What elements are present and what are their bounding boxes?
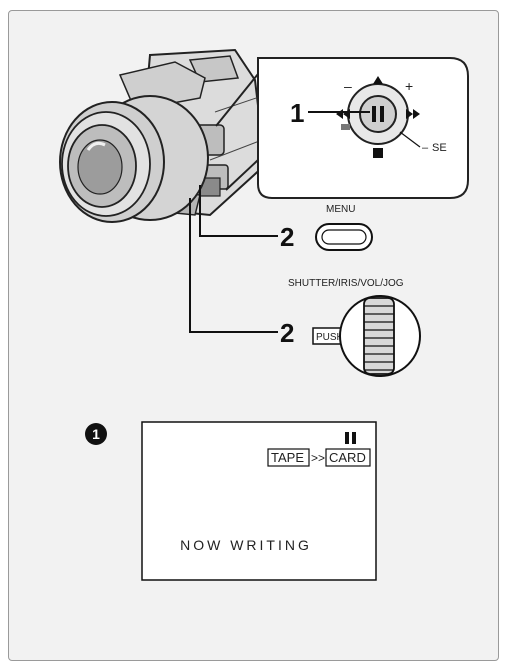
card-box [325, 448, 371, 467]
tape-box [267, 448, 310, 467]
step-2-dial-label: 2 [280, 318, 294, 348]
se-label: SE [432, 142, 447, 154]
status-text: NOW WRITING [180, 537, 312, 553]
menu-leader-line [199, 185, 278, 237]
lcd-callout: 1 [85, 423, 107, 445]
lcd-callout-number: 1 [92, 426, 100, 442]
se-label-dash: – [422, 142, 429, 154]
pause-icon [345, 432, 356, 444]
svg-text:+: + [405, 78, 413, 94]
card-label: CARD [329, 450, 366, 465]
shutter-iris-vol-jog-dial[interactable] [339, 295, 421, 377]
step-1-label: 1 [290, 98, 304, 128]
dial-leader-line [189, 198, 278, 333]
shutter-dial-label: SHUTTER/IRIS/VOL/JOG [288, 278, 404, 289]
lcd-screen [141, 421, 377, 581]
menu-label: MENU [326, 204, 355, 215]
svg-text:–: – [344, 78, 352, 94]
push-label: PUSH [316, 332, 344, 343]
transfer-arrows: >> [311, 451, 325, 465]
joystick-control[interactable]: – + [336, 76, 420, 158]
tape-label: TAPE [271, 450, 304, 465]
lens [59, 95, 209, 223]
menu-button[interactable] [315, 223, 373, 251]
step-2-menu-label: 2 [280, 222, 294, 252]
